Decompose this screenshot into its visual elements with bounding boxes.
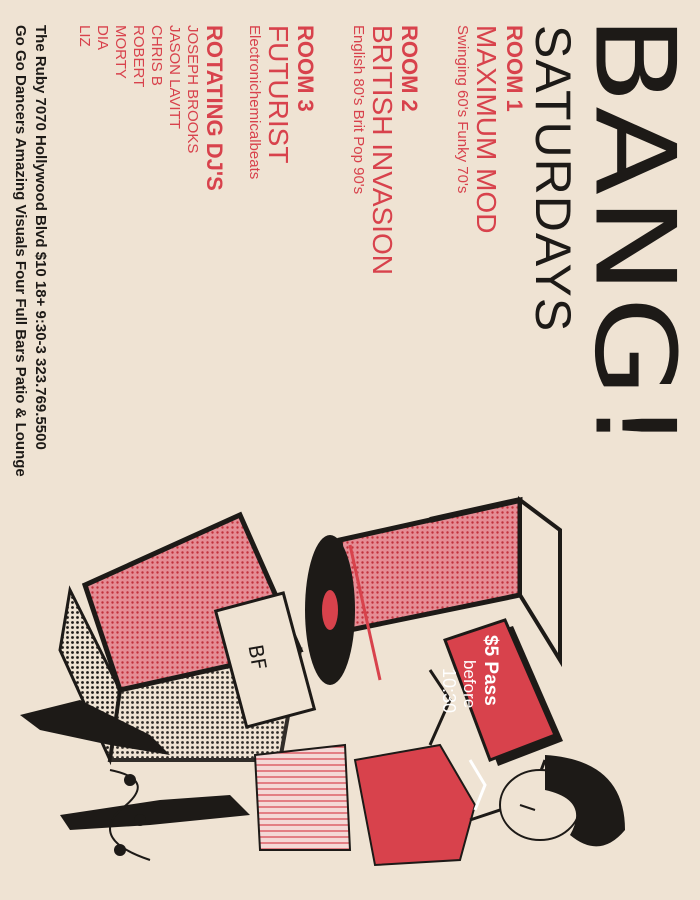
pass-time: 10:30 <box>439 668 459 714</box>
dj-name: DIA <box>94 25 111 51</box>
room-2-label: ROOM 2 <box>397 25 422 112</box>
room-3-label: ROOM 3 <box>293 25 318 112</box>
venue-details: The Ruby 7070 Hollywood Blvd $10 18+ 9:3… <box>32 25 49 450</box>
music-notes-icon <box>109 769 151 861</box>
dancer-figure <box>20 669 625 867</box>
room-3-name: FUTURIST <box>263 25 294 164</box>
room-2-description: English 80's Brit Pop 90's <box>350 25 367 195</box>
room-2-name: BRITISH INVASION <box>367 25 398 275</box>
saturdays-title: SATURDAYS <box>525 25 581 333</box>
speaker-box-upper <box>337 496 562 668</box>
dj-name: ROBERT <box>130 25 147 88</box>
room-1-label: ROOM 1 <box>502 25 527 112</box>
vinyl-record-icon <box>305 535 382 685</box>
amenities: Go Go Dancers Amazing Visuals Four Full … <box>12 25 29 477</box>
dj-name: MORTY <box>112 25 129 79</box>
pass-before: before <box>460 660 479 709</box>
djs-heading: ROTATING DJ'S <box>202 25 227 191</box>
dj-name: JASON LAVITT <box>166 25 183 129</box>
room-1-description: Swinging 60's Funky 70's <box>454 25 471 194</box>
note-icon <box>468 759 487 811</box>
dj-name: CHRIS B <box>148 25 165 86</box>
pass-sign <box>443 618 563 766</box>
pass-price: $5 Pass <box>480 635 501 706</box>
bang-logo: BANG! <box>570 15 700 454</box>
room-1-name: MAXIMUM MOD <box>471 25 502 234</box>
dj-name: LIZ <box>76 25 93 47</box>
console-logo-mark: BF <box>243 643 271 672</box>
dj-name: JOSEPH BROOKS <box>184 25 201 154</box>
room-3-description: Electronichemicalbeats <box>246 25 263 180</box>
